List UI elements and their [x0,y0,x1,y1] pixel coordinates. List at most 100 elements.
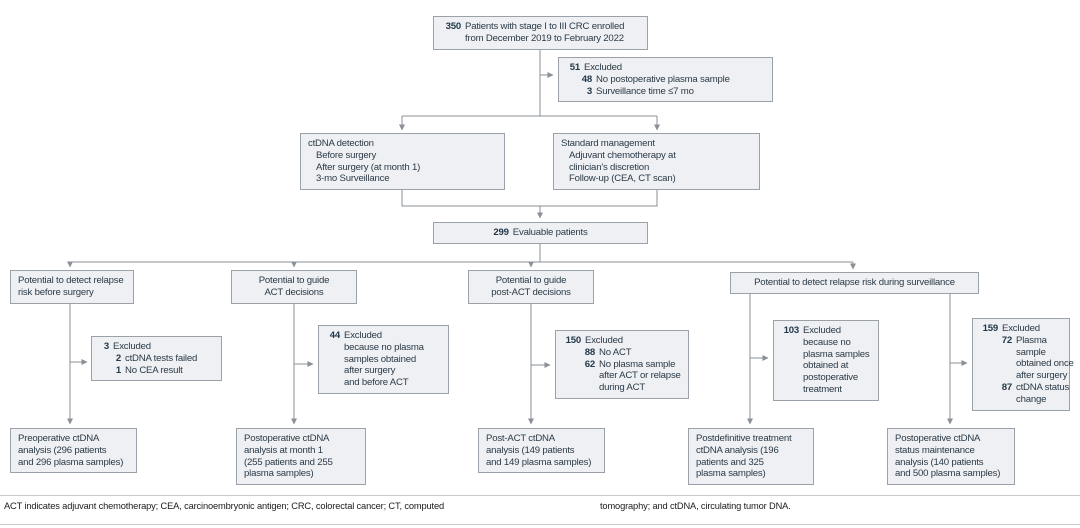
count: 3 [586,85,592,97]
box-text: after surgery [344,365,396,377]
outcome-box-postdefinitive: Postdefinitive treatment ctDNA analysis … [688,428,814,486]
box-text: No ACT [599,346,632,358]
box-text: change [1016,393,1047,405]
branch-header-surveillance: Potential to detect relapse risk during … [730,272,979,294]
box-text: Potential to detect relapse risk during … [754,277,955,288]
box-text: Follow-up (CEA, CT scan) [569,173,676,185]
box-text: (255 patients and 255 [244,456,333,468]
box-text: Potential to guide [495,275,567,286]
box-title: ctDNA detection [308,138,374,149]
box-text: after ACT or relapse [599,370,681,382]
box-text: and 149 plasma samples) [486,456,592,468]
box-text: and 500 plasma samples) [895,468,1001,480]
box-text: analysis (149 patients [486,444,575,456]
box-text: ctDNA tests failed [125,352,198,364]
box-text: treatment [803,383,842,395]
box-title: Standard management [561,138,655,149]
count: 103 [783,325,800,336]
box-text: Postdefinitive treatment [696,433,792,444]
box-text: Excluded [113,341,151,352]
box-text: After surgery (at month 1) [316,161,421,173]
count: 44 [329,330,340,341]
box-text: risk before surgery [18,286,94,298]
box-text: No CEA result [125,364,183,376]
box-text: ACT decisions [264,286,324,298]
count: 87 [1001,381,1012,393]
box-text: 3-mo Surveillance [316,173,390,185]
box-text: ctDNA analysis (196 [696,444,779,456]
box-text: status maintenance [895,444,975,456]
box-text: No postoperative plasma sample [596,73,730,85]
box-text: Adjuvant chemotherapy at [569,149,676,161]
box-text: clinician's discretion [569,161,650,173]
count: 72 [1001,334,1012,346]
outcome-box-postoperative: Postoperative ctDNA analysis at month 1 … [236,428,366,486]
count: 3 [103,341,109,352]
count: 1 [115,364,121,376]
box-text: obtained once [1016,358,1074,370]
box-text: ctDNA status [1016,381,1070,393]
box-text: Evaluable patients [512,227,588,238]
count: 62 [584,358,595,370]
branch-header-post-act: Potential to guide post-ACT decisions [468,270,594,304]
count: 88 [584,346,595,358]
box-text: sample [1016,346,1046,358]
box-text: Excluded [344,330,382,341]
box-text: postoperative [803,372,859,384]
box-text: Preoperative ctDNA [18,433,100,444]
count: 159 [982,323,999,334]
divider-top [0,495,1080,496]
divider-bottom [0,524,1080,525]
outcome-box-preoperative: Preoperative ctDNA analysis (296 patient… [10,428,137,474]
count: 2 [115,352,121,364]
box-text: Potential to guide [258,275,330,286]
ctdna-detection-box: ctDNA detection Before surgery After sur… [300,133,505,191]
box-text: samples obtained [344,353,416,365]
box-text: Post-ACT ctDNA [486,433,555,444]
box-text: Excluded [1002,323,1040,334]
footnote-left: ACT indicates adjuvant chemotherapy; CEA… [4,501,444,511]
box-text: analysis at month 1 [244,444,323,456]
count: 350 [445,21,462,32]
branch-header-preoperative: Potential to detect relapse risk before … [10,270,134,304]
box-text: Plasma [1016,334,1047,346]
standard-management-box: Standard management Adjuvant chemotherap… [553,133,760,191]
box-text: Before surgery [316,149,377,161]
branch-header-act: Potential to guide ACT decisions [231,270,357,304]
count: 51 [569,62,580,73]
box-text: Patients with stage I to III CRC enrolle… [465,21,625,32]
exclusion-box-2: 44 Excluded because no plasma samples obt… [318,325,449,394]
box-text: analysis (296 patients [18,444,107,456]
box-text: during ACT [599,382,645,394]
count: 299 [493,227,509,238]
box-text: patients and 325 [696,456,764,468]
box-text: plasma samples [803,348,870,360]
box-text: after surgery [1016,370,1068,382]
box-text: Potential to detect relapse [18,275,124,286]
box-text: post-ACT decisions [491,286,571,298]
box-text: because no plasma [344,341,424,353]
box-text: No plasma sample [599,358,676,370]
box-text: Postoperative ctDNA [895,433,981,444]
box-text: Surveillance time ≤7 mo [596,85,694,97]
footnote-right: tomography; and ctDNA, circulating tumor… [600,501,791,511]
box-text: from December 2019 to February 2022 [465,32,624,44]
box-text: Excluded [584,62,622,73]
box-text: and before ACT [344,377,409,389]
box-text: Excluded [803,325,841,336]
box-text: analysis (140 patients [895,456,984,468]
box-text: plasma samples) [244,468,314,480]
box-text: Excluded [585,335,623,346]
box-text: Postoperative ctDNA [244,433,330,444]
count: 150 [565,335,582,346]
box-text: plasma samples) [696,468,766,480]
box-text: and 296 plasma samples) [18,456,124,468]
exclusion-box-1: 3 Excluded 2 ctDNA tests failed 1 No CEA re… [91,336,222,382]
